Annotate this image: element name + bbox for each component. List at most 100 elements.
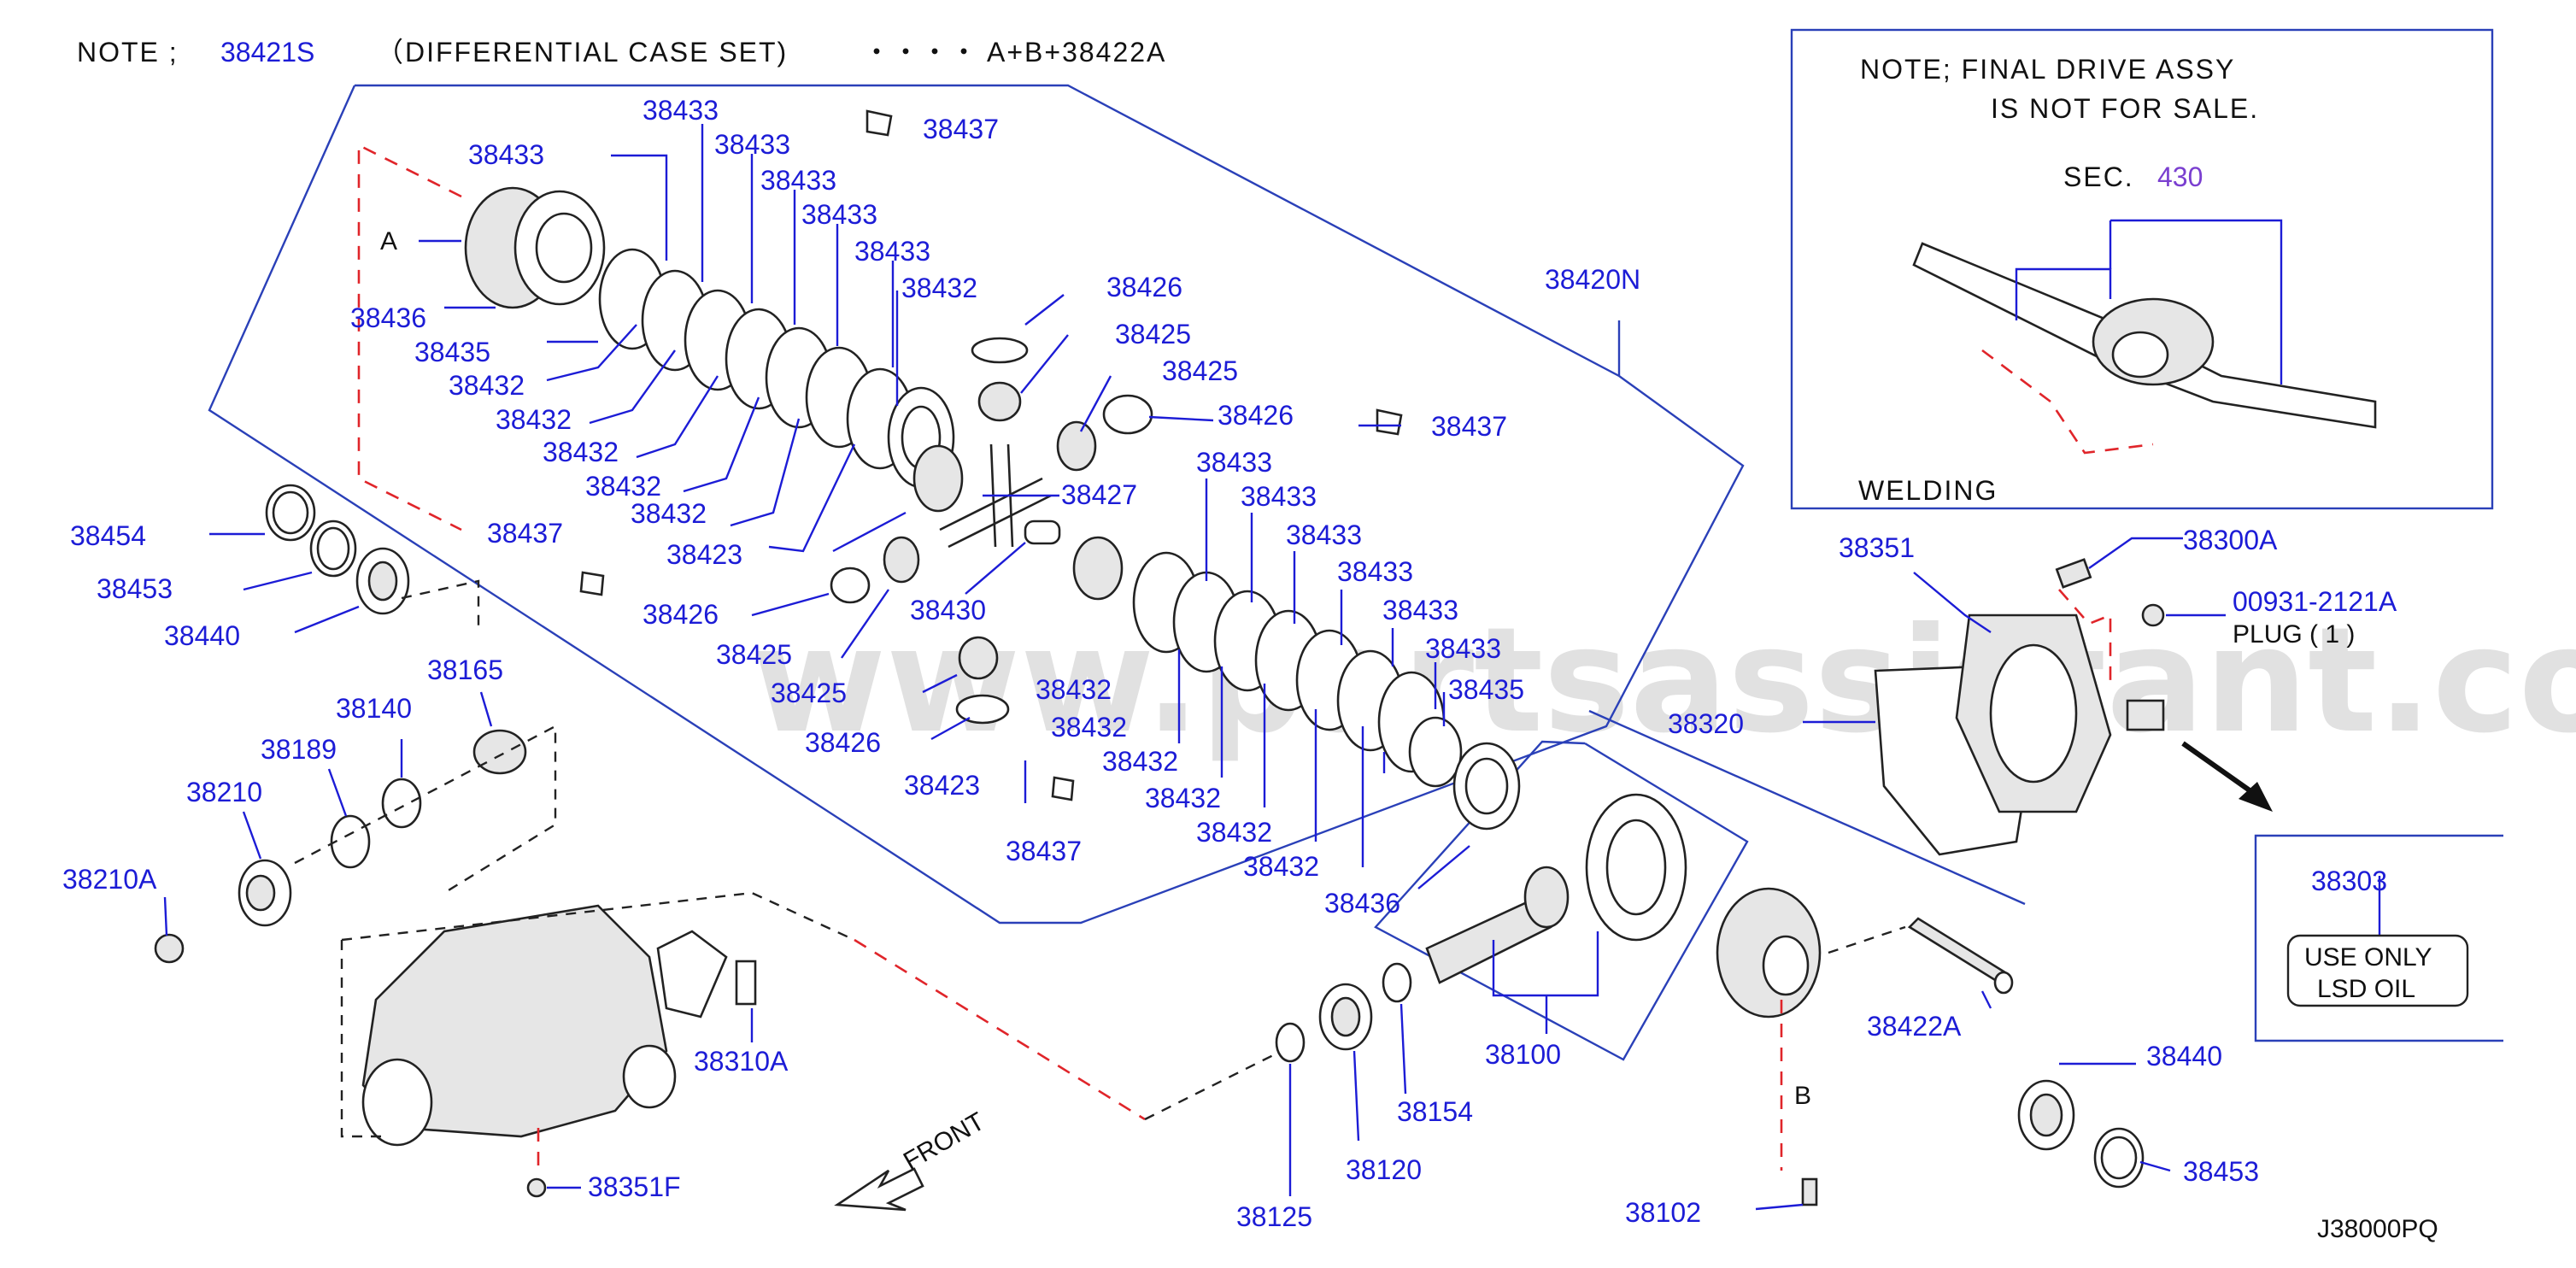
red-dash-housing-to-pinion: [854, 938, 1146, 1121]
part-38453-1[interactable]: 38453: [97, 573, 173, 604]
final-drive-axle-illustration: [1912, 219, 2377, 455]
part-38320[interactable]: 38320: [1668, 708, 1744, 739]
bearing-cap: [656, 930, 728, 1019]
part-38432-1[interactable]: 38432: [449, 370, 525, 401]
red-dash-group-a: [357, 143, 462, 531]
part-38432-7[interactable]: 38432: [1036, 674, 1112, 705]
part-38433-8[interactable]: 38433: [1241, 481, 1317, 512]
oil-box-line1: USE ONLY: [2304, 943, 2432, 972]
clutch-pack-upper: [464, 186, 964, 513]
part-38430[interactable]: 38430: [910, 595, 986, 625]
part-38432-12[interactable]: 38432: [1243, 851, 1319, 882]
part-38432-11[interactable]: 38432: [1196, 817, 1272, 848]
leader-38154: [1399, 1003, 1407, 1095]
part-38351F[interactable]: 38351F: [588, 1171, 681, 1202]
part-38433-12[interactable]: 38433: [1425, 633, 1501, 664]
part-38437-3[interactable]: 38437: [1431, 411, 1507, 442]
part-38425-3[interactable]: 38425: [716, 639, 792, 670]
part-38433-9[interactable]: 38433: [1286, 520, 1362, 550]
part-38165[interactable]: 38165: [427, 655, 503, 685]
leader-38432-1: [546, 324, 637, 382]
leader-38432-6: [768, 443, 856, 553]
pinion-mate-gear-bottom: [958, 636, 999, 680]
part-38425-4[interactable]: 38425: [771, 678, 847, 708]
part-38433-11[interactable]: 38433: [1382, 595, 1458, 625]
inset-leader-right: [2110, 219, 2283, 385]
part-38454[interactable]: 38454: [70, 520, 146, 551]
note-part-link[interactable]: 38421S: [220, 37, 314, 68]
part-38100[interactable]: 38100: [1485, 1039, 1561, 1070]
label-plate: [2126, 699, 2165, 731]
housing-side-bore: [622, 1044, 677, 1109]
part-38300A[interactable]: 38300A: [2183, 525, 2278, 555]
part-38433-2[interactable]: 38433: [468, 139, 544, 170]
part-38432-6[interactable]: 38432: [901, 273, 977, 303]
part-38432-8[interactable]: 38432: [1051, 712, 1127, 743]
leader-38426-2: [1148, 415, 1214, 422]
part-38433-10[interactable]: 38433: [1337, 556, 1413, 587]
leader-38425-4: [922, 673, 958, 694]
part-38437-1[interactable]: 38437: [923, 114, 999, 144]
part-38210[interactable]: 38210: [186, 777, 262, 807]
part-38435-2[interactable]: 38435: [1448, 674, 1524, 705]
rear-cover: [1874, 558, 2273, 856]
part-38425-1[interactable]: 38425: [1115, 319, 1191, 349]
part-38303[interactable]: 38303: [2311, 866, 2387, 896]
part-38427[interactable]: 38427: [1061, 479, 1137, 510]
leader-38300A: [2088, 537, 2183, 569]
pinion-mate-set: [830, 337, 1153, 725]
part-38422A[interactable]: 38422A: [1867, 1011, 1962, 1042]
oil-box-frame: [2254, 834, 2503, 1042]
part-38440-1[interactable]: 38440: [164, 620, 240, 651]
part-38440-2[interactable]: 38440: [2146, 1041, 2222, 1071]
leader-lines: [163, 124, 2381, 1211]
part-38432-3[interactable]: 38432: [543, 437, 619, 467]
part-38102[interactable]: 38102: [1625, 1197, 1701, 1228]
part-38210A[interactable]: 38210A: [62, 864, 157, 895]
part-38426-2[interactable]: 38426: [1218, 400, 1294, 431]
inset-sec-link[interactable]: 430: [2157, 161, 2203, 192]
part-38433-6[interactable]: 38433: [854, 236, 930, 267]
part-38432-4[interactable]: 38432: [585, 471, 661, 502]
part-38432-2[interactable]: 38432: [496, 404, 572, 435]
part-38426-1[interactable]: 38426: [1106, 272, 1182, 302]
leader-38432-3: [636, 375, 719, 459]
part-38310A[interactable]: 38310A: [694, 1046, 789, 1077]
part-38436-2[interactable]: 38436: [1324, 888, 1400, 919]
dash-bearing-link: [401, 579, 480, 632]
part-38154[interactable]: 38154: [1397, 1096, 1473, 1127]
shim-38453-right-in: [2100, 1136, 2138, 1180]
part-38420N[interactable]: 38420N: [1545, 264, 1640, 295]
part-00931-2121A[interactable]: 00931-2121A: [2233, 586, 2397, 617]
part-38437-4[interactable]: 38437: [1006, 836, 1082, 866]
leader-38102: [1755, 1203, 1804, 1211]
part-38432-9[interactable]: 38432: [1102, 746, 1178, 777]
leader-38426-1: [1024, 294, 1065, 326]
part-38435-1[interactable]: 38435: [414, 337, 490, 367]
part-38423-1[interactable]: 38423: [666, 539, 742, 570]
part-38437-2[interactable]: 38437: [487, 518, 563, 549]
part-38189[interactable]: 38189: [261, 734, 337, 765]
part-38351[interactable]: 38351: [1839, 532, 1915, 563]
dash-pinion-washer: [1144, 1041, 1300, 1121]
part-38426-3[interactable]: 38426: [643, 599, 719, 630]
part-38120[interactable]: 38120: [1346, 1154, 1422, 1185]
part-38140[interactable]: 38140: [336, 693, 412, 724]
inset-sec-prefix: SEC.: [2063, 161, 2134, 192]
part-38433-3[interactable]: 38433: [714, 129, 790, 160]
front-label: FRONT: [899, 1107, 989, 1176]
part-38453-2[interactable]: 38453: [2183, 1156, 2259, 1187]
thrust-washer-38426-left: [830, 566, 871, 604]
part-38436-1[interactable]: 38436: [350, 302, 426, 333]
part-38432-10[interactable]: 38432: [1145, 783, 1221, 813]
part-38425-2[interactable]: 38425: [1162, 355, 1238, 386]
part-38433-1[interactable]: 38433: [643, 95, 719, 126]
part-38433-7[interactable]: 38433: [1196, 447, 1272, 478]
leader-38433-a: [611, 154, 668, 261]
part-38433-4[interactable]: 38433: [760, 165, 836, 196]
part-38432-5[interactable]: 38432: [631, 498, 707, 529]
part-38125[interactable]: 38125: [1236, 1201, 1312, 1232]
part-38426-4[interactable]: 38426: [805, 727, 881, 758]
part-38433-5[interactable]: 38433: [801, 199, 877, 230]
part-38423-2[interactable]: 38423: [904, 770, 980, 801]
